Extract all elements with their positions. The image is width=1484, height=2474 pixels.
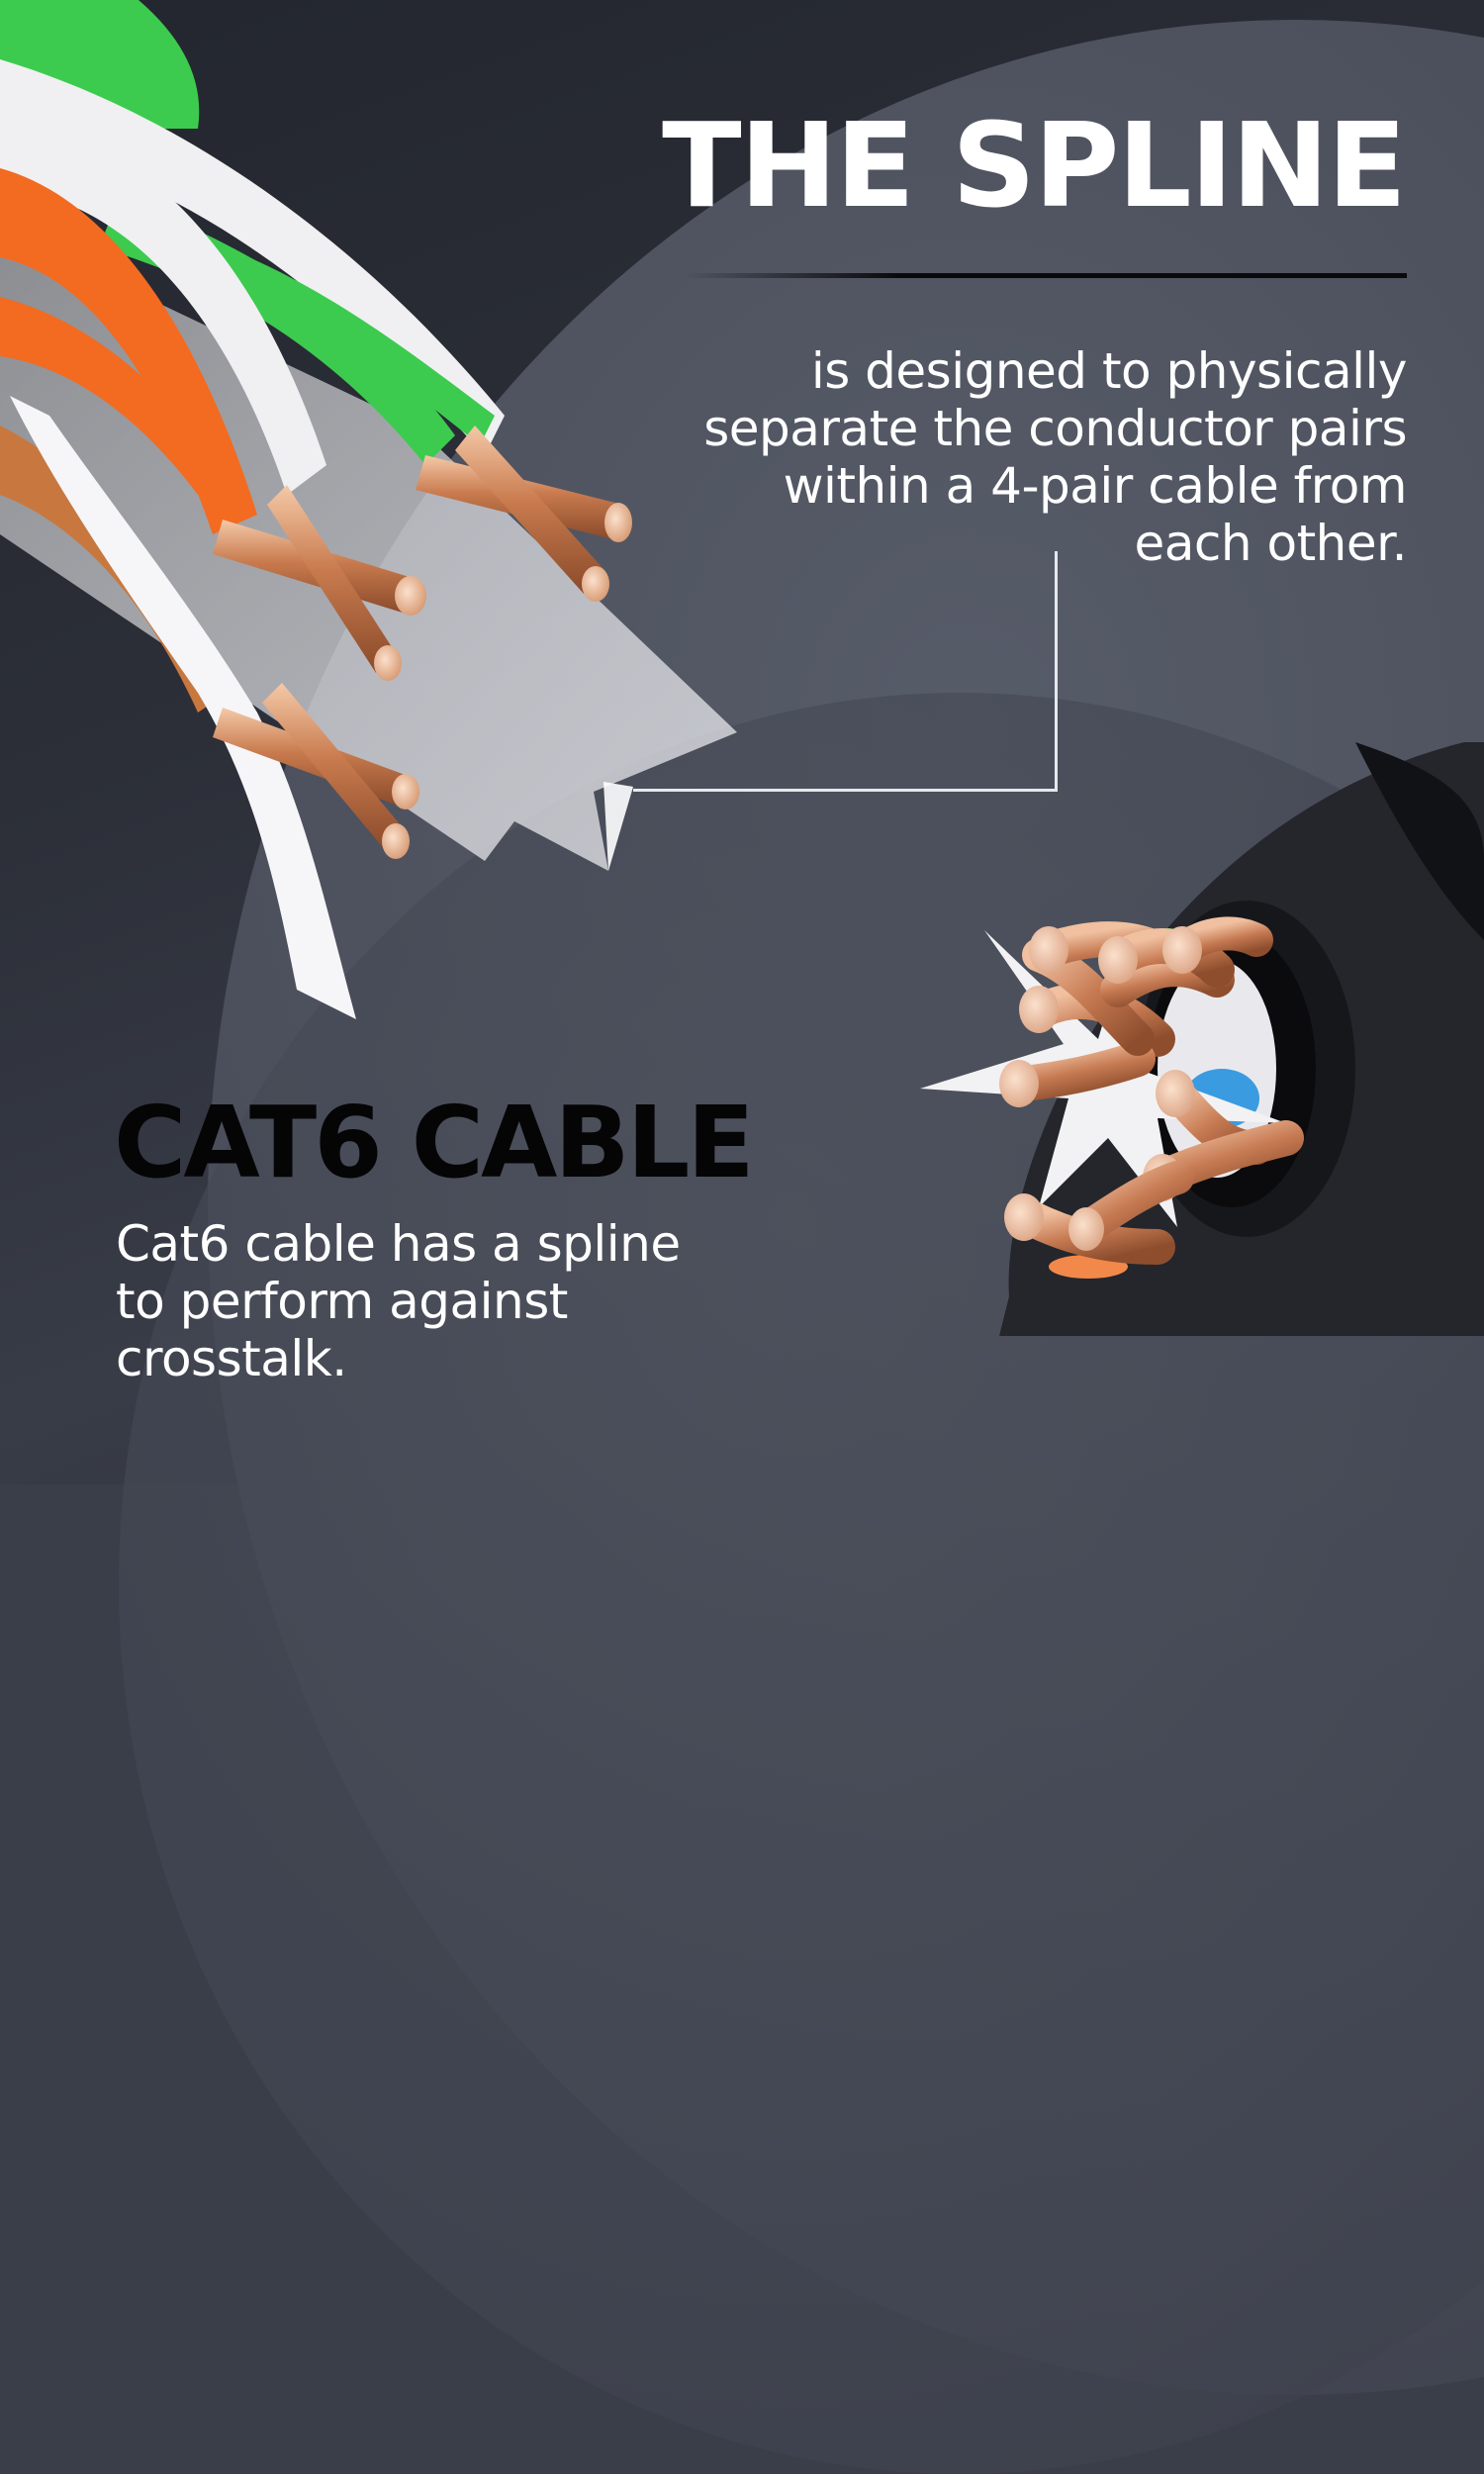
title-underline-divider	[683, 273, 1407, 278]
callout-line-horizontal	[633, 789, 1058, 792]
spline-description: is designed to physically separate the c…	[635, 342, 1407, 572]
product-description: Cat6 cable has a spline to perform again…	[116, 1215, 749, 1387]
callout-line-vertical	[1055, 551, 1058, 792]
cable-cross-section-illustration	[920, 742, 1484, 1336]
spline-description-line: within a 4-pair cable from	[783, 457, 1408, 515]
spline-description-line: is designed to physically	[810, 342, 1408, 400]
spline-description-line: separate the conductor pairs	[703, 400, 1407, 457]
spline-description-line: each other.	[1134, 515, 1408, 572]
cable-closeup-illustration	[0, 0, 737, 1019]
product-title: CAT6 CABLE	[114, 1085, 755, 1200]
product-description-line: crosstalk.	[116, 1330, 347, 1387]
product-description-line: Cat6 cable has a spline	[116, 1215, 681, 1273]
page-title: THE SPLINE	[662, 97, 1407, 234]
product-description-line: to perform against	[116, 1273, 568, 1330]
